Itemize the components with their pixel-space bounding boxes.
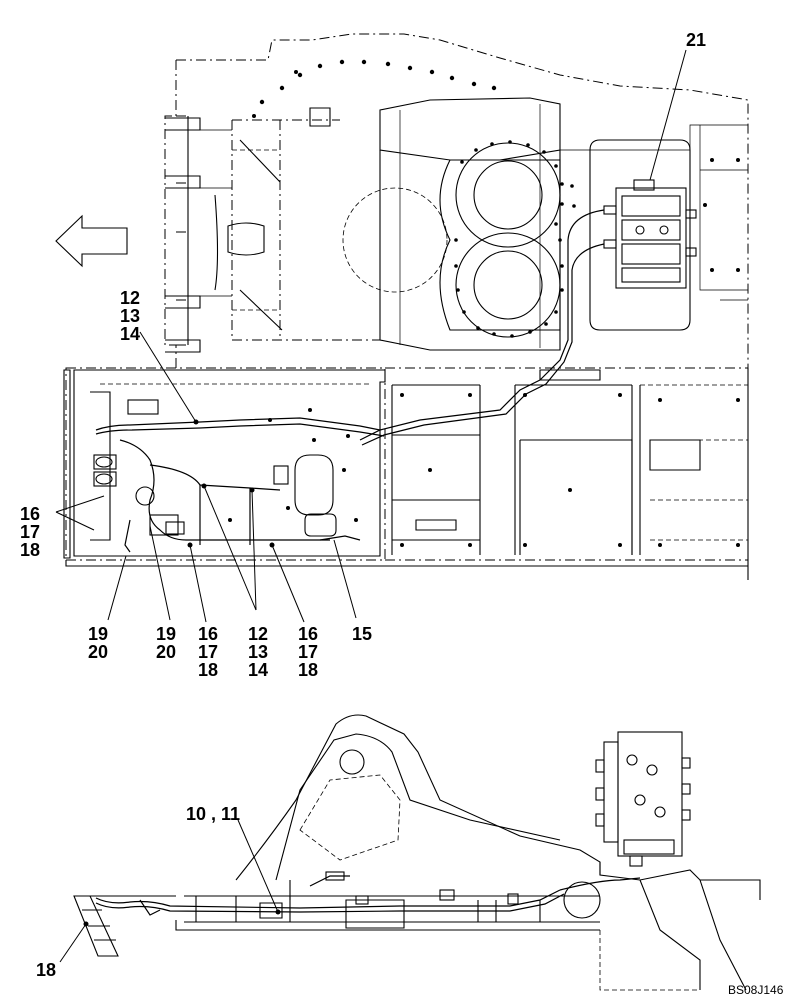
callout-20: 20 [156,642,176,662]
callout-16: 16 [20,504,40,524]
callout-18: 18 [198,660,218,680]
callout-21: 21 [686,30,706,50]
swing-bearing-ring [342,142,561,338]
callout-19: 19 [88,624,108,644]
callout-labels: 21 12 13 14 16 17 18 19 20 19 20 16 17 1… [20,30,784,997]
callout-18: 18 [298,660,318,680]
callout-16: 16 [198,624,218,644]
callout-13: 13 [248,642,268,662]
figure-code: BS08J146 [728,983,784,997]
side-harness [95,871,641,919]
callout-17: 17 [198,642,218,662]
callout-15: 15 [352,624,372,644]
callout-10-11: 10 , 11 [186,804,240,824]
callout-17: 17 [20,522,40,542]
top-view-leader-lines [55,49,687,623]
control-valve-side [595,731,691,867]
upper-frame-outline [164,33,749,368]
electric-box [93,399,289,536]
callout-13: 13 [120,306,140,326]
lower-deck-outline [65,367,748,561]
callout-17: 17 [298,642,318,662]
step-ladder [73,895,119,957]
ring-bolt-holes [454,140,576,338]
callout-18: 18 [36,960,56,980]
side-view-drawing [59,714,761,991]
callout-14: 14 [248,660,268,680]
harness-wiring [95,417,385,553]
callout-12: 12 [120,288,140,308]
callout-20: 20 [88,642,108,662]
front-direction-arrow-icon [55,214,128,268]
boom-bracket [235,714,601,881]
callout-12: 12 [248,624,268,644]
callout-14: 14 [120,324,140,344]
swing-frame-center [379,97,561,161]
callout-18: 18 [20,540,40,560]
callout-19: 19 [156,624,176,644]
frame-bolt-holes [252,59,497,118]
callout-16: 16 [298,624,318,644]
top-view-drawing [55,33,749,623]
control-valve [603,179,697,289]
